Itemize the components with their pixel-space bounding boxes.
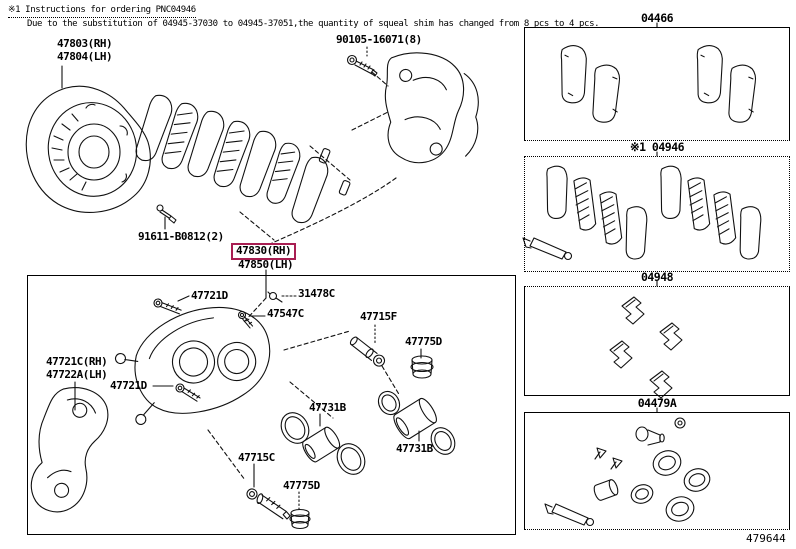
slide-pin-bolt-left-drawing — [174, 383, 202, 402]
part-label-pin-boot-lower[interactable]: 47775D — [283, 479, 320, 492]
bleeder-screw-drawing — [236, 310, 257, 328]
part-label-caliper-rh-highlighted[interactable]: 47830(RH) — [231, 243, 297, 260]
slide-pin-bolt-top-drawing — [153, 298, 182, 314]
fitting-kit-drawing — [610, 297, 682, 398]
caliper-assembly-box — [27, 275, 516, 535]
ordering-note-body: Due to the substitution of 04945-37030 t… — [27, 19, 600, 29]
leader-lines-top — [62, 23, 657, 412]
part-label-piston-seal-a[interactable]: 47731B — [309, 401, 346, 414]
figure-number: 479644 — [746, 532, 786, 545]
brake-pads-drawing — [134, 93, 350, 226]
piston-b-drawing — [374, 388, 459, 459]
slide-pin-lower-drawing — [243, 488, 295, 521]
leader-lines-assembly — [75, 296, 421, 509]
caliper-mount-drawing — [378, 50, 485, 169]
bleeder-plug-drawing — [268, 292, 282, 302]
torque-plate-drawing — [27, 382, 112, 518]
caliper-body-drawing — [109, 295, 282, 429]
kit-label-pad-kit[interactable]: 04466 — [640, 11, 674, 25]
part-label-pin-boot-upper[interactable]: 47775D — [405, 335, 442, 348]
shim-kit-box — [524, 156, 790, 272]
part-label-dust-shield-rh[interactable]: 47803(RH) — [57, 37, 113, 50]
part-label-slide-pin-lower[interactable]: 47715C — [238, 451, 275, 464]
grease-tube-icon — [545, 504, 594, 526]
part-label-dust-shield-lh[interactable]: 47804(LH) — [57, 50, 113, 63]
part-label-slide-pin-bolt-left[interactable]: 47721D — [110, 379, 147, 392]
part-label-slide-pin-bolt-top[interactable]: 47721D — [191, 289, 228, 302]
part-label-bleeder-plug[interactable]: 31478C — [298, 287, 335, 300]
fitting-kit-box — [524, 286, 790, 396]
part-label-slide-pin-upper[interactable]: 47715F — [360, 310, 397, 323]
part-label-mount-bolt[interactable]: 90105-16071(8) — [336, 33, 422, 46]
pin-boot-lower-drawing — [290, 510, 310, 529]
mount-bolt-drawing — [348, 56, 378, 77]
kit-label-fitting-kit[interactable]: 04948 — [640, 270, 674, 284]
ordering-note-title: ※1 Instructions for ordering PNC04946 — [8, 5, 196, 18]
kit-label-shim-kit[interactable]: ※1 04946 — [629, 140, 685, 154]
pad-kit-box — [524, 27, 790, 141]
part-label-piston-b[interactable]: 47731B — [396, 442, 433, 455]
shim-kit-drawing — [523, 165, 765, 260]
part-label-bleeder-screw[interactable]: 47547C — [267, 307, 304, 320]
dust-shield-drawing — [26, 86, 150, 212]
part-label-mounting-bracket-lh[interactable]: 47722A(LH) — [46, 368, 108, 381]
pad-kit-drawing — [556, 44, 759, 123]
piston-seal-a-drawing — [276, 408, 371, 480]
pin-boot-upper-drawing — [411, 356, 433, 378]
kit-label-cylinder-kit[interactable]: 04479A — [637, 396, 677, 410]
slide-pin-upper-drawing — [348, 335, 386, 368]
part-label-shield-screw[interactable]: 91611-B0812(2) — [138, 230, 224, 243]
part-label-mounting-bracket-rh[interactable]: 47721C(RH) — [46, 355, 108, 368]
cylinder-kit-drawing — [545, 418, 713, 526]
cylinder-kit-box — [524, 412, 790, 530]
shield-screw-drawing — [157, 205, 176, 223]
part-label-caliper-lh[interactable]: 47850(LH) — [238, 258, 294, 271]
